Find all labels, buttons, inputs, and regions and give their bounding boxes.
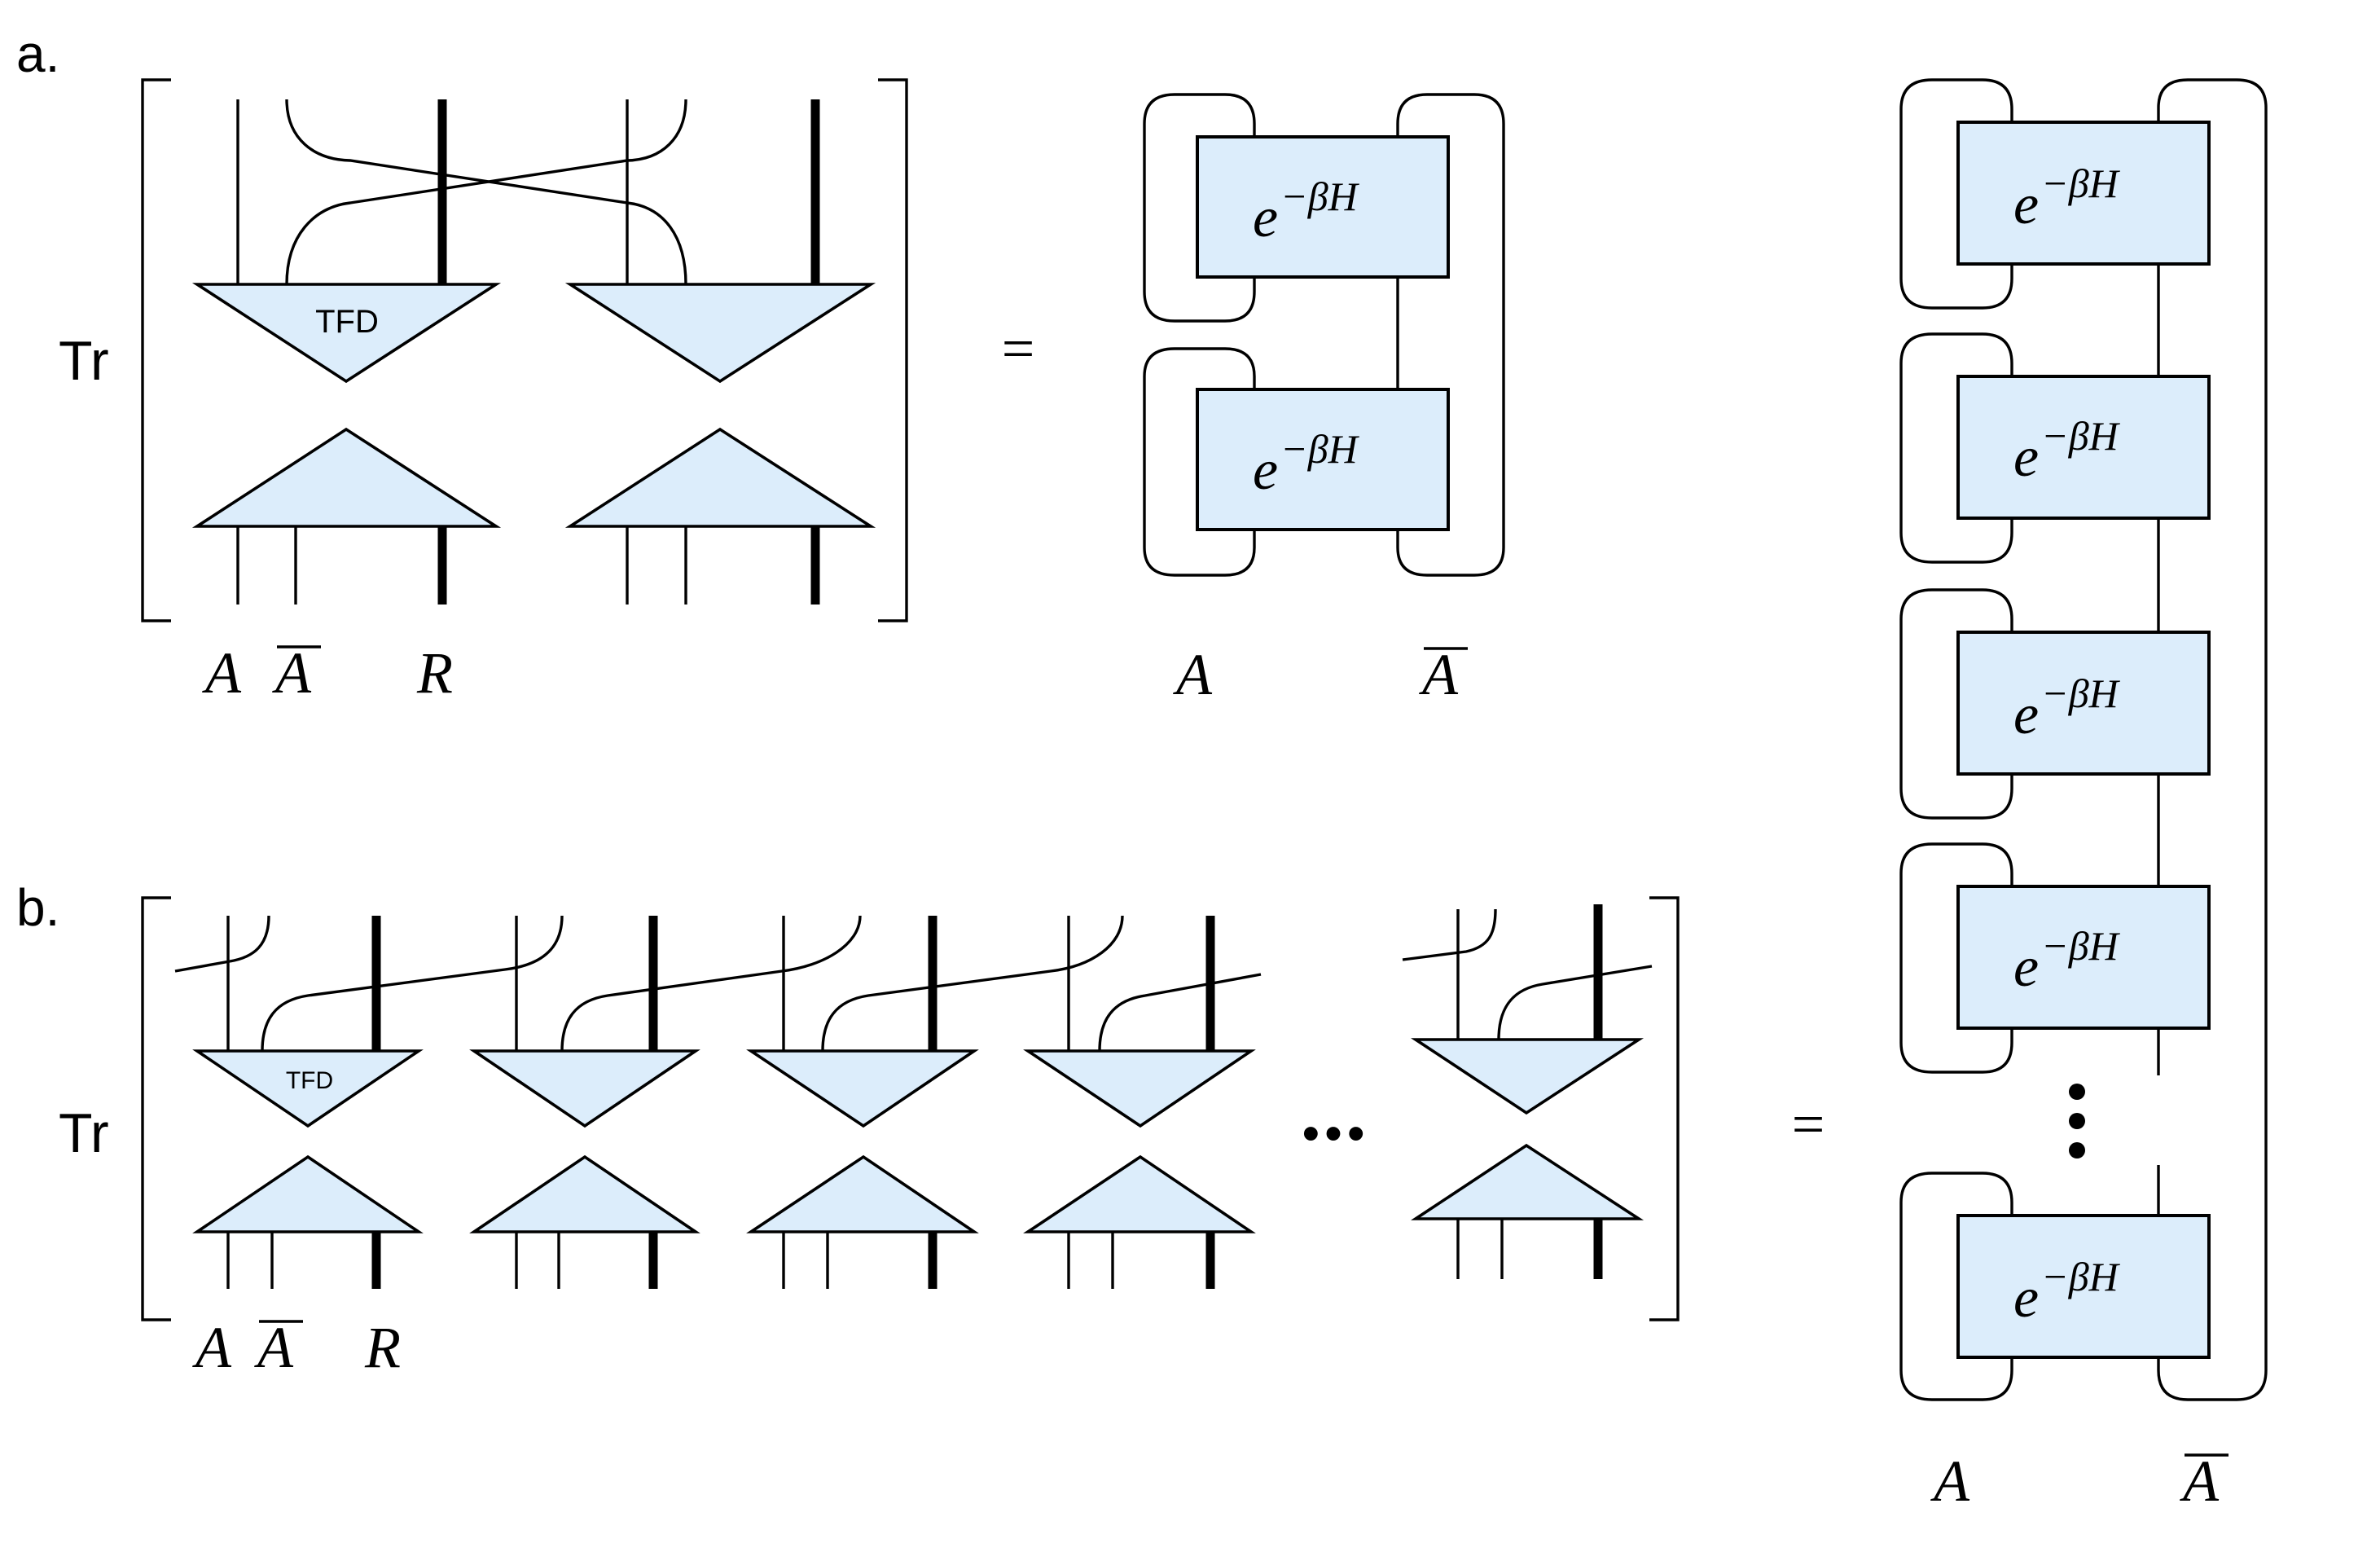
panel-b-equals: = [1792,1092,1825,1157]
panel-b-chain-wire [1402,908,1497,961]
panel-a-self-loop-2 [1143,347,1256,577]
panel-a-equals: = [1002,316,1035,381]
panel-b-label: b. [16,878,59,937]
panel-b-box-5-base: e [2013,1267,2039,1330]
panel-b: b. Tr TFD [16,78,2268,1514]
panel-b-boltzmann-box-2 [1956,375,2211,520]
panel-b-out-label-a: A [1930,1449,1970,1514]
panel-b-tfd-triangle [746,1049,979,1128]
panel-b-box-3-base: e [2013,684,2039,746]
panel-b-boltzmann-box-5 [1956,1214,2211,1359]
panel-b-right-bracket [1649,896,1680,1321]
panel-b-box-2-base: e [2013,426,2039,489]
panel-a-right-bracket [878,78,908,622]
panel-b-label-abar: A [254,1315,294,1380]
panel-b-chain-wire [821,915,1124,1052]
panel-b-vertical-dot [2069,1142,2085,1159]
panel-a-wire-cross-2 [285,99,687,285]
panel-b-up-triangle [1023,1154,1256,1233]
panel-a-outer-loop [1396,93,1505,577]
panel-b-outer-loop [2157,78,2268,1401]
panel-b-bottom-wires [226,1219,1603,1289]
panel-a-boltzmann-box-1 [1196,135,1450,279]
panel-b-self-loop [1899,842,2013,1074]
panel-b-up-triangle [746,1154,979,1233]
panel-a-self-loop-1 [1143,93,1256,323]
panel-a-result: e −βH e −βH A A [1143,93,1505,707]
panel-b-chain-wire [560,915,862,1052]
panel-b-tfd-label: TFD [286,1067,333,1094]
panel-b-box-1-base: e [2013,174,2039,236]
panel-a-tfd-triangle-2 [564,283,876,384]
panel-b-ellipsis: ••• [1302,1106,1369,1162]
panel-b-boltzmann-box-4 [1956,885,2211,1030]
panel-a-label-abar: A [272,640,312,706]
panel-a-out-label-a: A [1173,642,1213,707]
panel-b-box-5-exp: −βH [2041,1254,2121,1299]
panel-b-box-3-exp: −βH [2041,670,2121,716]
panel-a-label-a: A [202,640,242,706]
panel-a-box-2-exp: −βH [1280,426,1360,472]
panel-b-label-r: R [364,1315,401,1380]
panel-b-box-1-exp: −βH [2041,160,2121,206]
panel-b-label-a: A [192,1315,232,1380]
panel-b-chain-wire [261,915,564,1052]
panel-a-trace-label: Tr [59,330,109,392]
panel-b-left-bracket [141,896,171,1321]
panel-b-up-triangle [192,1154,424,1233]
panel-b-trace-label: Tr [59,1102,109,1164]
panel-b-up-triangle [469,1154,700,1233]
panel-b-self-loop [1899,588,2013,820]
panel-b-box-2-exp: −βH [2041,413,2121,459]
panel-a-tfd-label: TFD [315,304,379,340]
panel-a-box-1-base: e [1253,187,1278,249]
panel-b-box-4-base: e [2013,936,2039,999]
panel-b-chain-wire [174,960,231,973]
panel-b-result: e −βH e −βH e −βH e −βH e −βH A A [1899,78,2268,1514]
panel-b-vertical-dot [2069,1084,2085,1100]
panel-b-chain-wire [1098,973,1262,1052]
panel-b-chain-wire [229,915,270,963]
panel-a-left-bracket [141,78,171,622]
panel-b-self-loop [1899,1172,2013,1401]
panel-a-up-triangle-1 [191,427,502,528]
panel-a-label: a. [16,24,59,83]
panel-b-tfd-triangle [1023,1049,1256,1128]
panel-a-up-triangle-2 [564,427,876,528]
panel-b-up-triangle [1411,1143,1644,1220]
panel-a-box-1-exp: −βH [1280,174,1360,219]
panel-a-out-label-abar: A [1419,642,1459,707]
panel-b-box-4-exp: −βH [2041,923,2121,969]
panel-b-tfd-triangle [192,1049,424,1128]
panel-b-out-label-abar: A [2180,1449,2220,1514]
panel-a: a. Tr TFD A A R = [16,24,1505,707]
panel-b-boltzmann-box-3 [1956,631,2211,776]
panel-b-vertical-dot [2069,1113,2085,1129]
panel-a-wire-cross-1 [285,99,687,285]
panel-b-chain-wire [1497,965,1653,1040]
panel-a-box-2-base: e [1253,439,1278,502]
panel-b-self-loop [1899,332,2013,564]
panel-b-tfd-triangle [1411,1038,1644,1115]
panel-b-self-loop [1899,78,2013,310]
panel-a-tfd-triangle-1 [191,283,502,384]
panel-a-label-r: R [416,640,453,706]
panel-b-tfd-triangle [469,1049,700,1128]
panel-b-boltzmann-box-1 [1956,121,2211,266]
panel-a-boltzmann-box-2 [1196,388,1450,531]
